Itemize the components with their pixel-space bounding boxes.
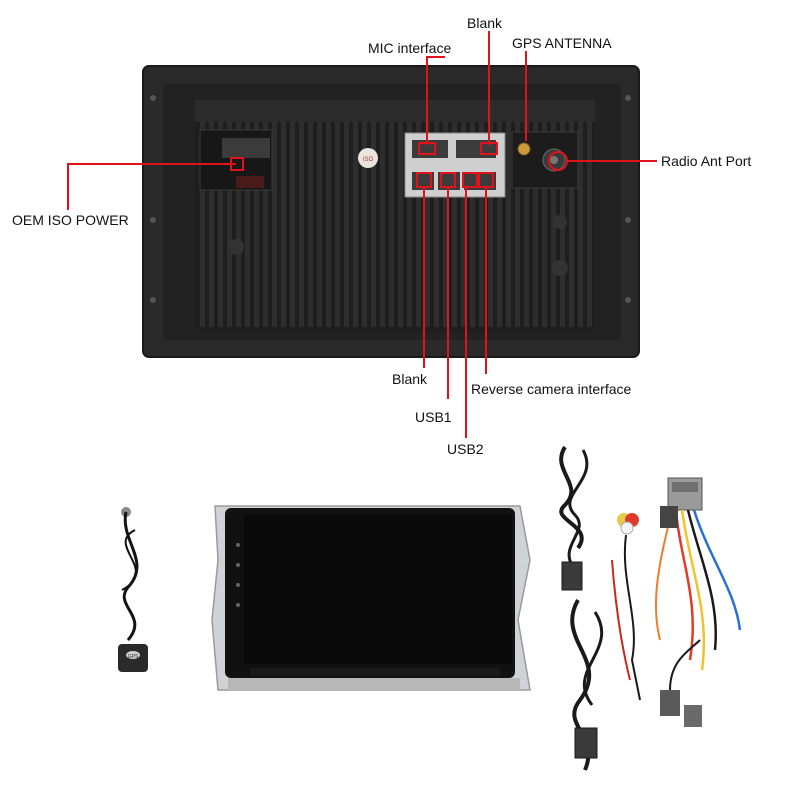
heatsink-fin xyxy=(506,122,511,327)
heatsink-fin xyxy=(461,122,466,327)
power-harness xyxy=(654,477,742,671)
label-radio-ant-port: Radio Ant Port xyxy=(661,153,752,169)
label-reverse-camera-interface: Reverse camera interface xyxy=(471,381,632,397)
heatsink-fin xyxy=(578,122,583,327)
heatsink-fin xyxy=(434,122,439,327)
usb-cable xyxy=(559,445,589,591)
heatsink-fin xyxy=(470,122,475,327)
label-oem-iso-power: OEM ISO POWER xyxy=(12,212,129,228)
heatsink-fin xyxy=(209,122,214,327)
svg-text:ISO: ISO xyxy=(363,157,374,163)
heatsink-fin xyxy=(290,122,295,327)
iso-power-connector xyxy=(199,129,273,191)
callouts xyxy=(67,31,657,438)
heatsink-fin xyxy=(272,122,277,327)
heatsink-fin xyxy=(371,122,376,327)
label-gps-antenna: GPS ANTENNA xyxy=(512,35,612,51)
heatsink-fin xyxy=(452,122,457,327)
heatsink-fin xyxy=(344,122,349,327)
heatsink-fin xyxy=(335,122,340,327)
heatsink-fin xyxy=(569,122,574,327)
svg-text:GPS: GPS xyxy=(128,654,139,660)
label-mic-interface: MIC interface xyxy=(368,40,452,56)
label-usb2: USB2 xyxy=(447,441,484,457)
gps-connector xyxy=(517,142,531,156)
heatsink-fin xyxy=(479,122,484,327)
label-usb1: USB1 xyxy=(415,409,452,425)
heatsink-fin xyxy=(326,122,331,327)
heatsink-fin xyxy=(488,122,493,327)
heatsink-fin xyxy=(263,122,268,327)
heatsink-fin xyxy=(587,122,592,327)
heatsink-fin xyxy=(227,122,232,327)
heatsink-fin xyxy=(245,122,250,327)
heatsink-fin xyxy=(281,122,286,327)
heatsink-fin xyxy=(317,122,322,327)
heatsink-fin xyxy=(362,122,367,327)
heatsink-fin xyxy=(497,122,502,327)
heatsink-fin xyxy=(308,122,313,327)
head-unit-screen xyxy=(211,505,531,691)
heatsink-fin xyxy=(533,122,538,327)
heatsink-fin xyxy=(389,122,394,327)
heatsink-fin xyxy=(407,122,412,327)
heatsink-fin xyxy=(398,122,403,327)
label-blank-top: Blank xyxy=(467,15,503,31)
gps-antenna-module: GPS xyxy=(118,507,148,672)
heatsink-fins xyxy=(200,122,592,327)
sticker: ISO xyxy=(358,148,378,168)
head-unit-rear: ISO xyxy=(142,65,640,358)
radio-antenna-adapter xyxy=(660,639,702,727)
label-blank-bottom: Blank xyxy=(392,371,428,387)
rca-cable xyxy=(611,513,641,701)
heatsink-fin xyxy=(515,122,520,327)
heatsink-fin xyxy=(542,122,547,327)
heatsink-fin xyxy=(524,122,529,327)
heatsink-fin xyxy=(353,122,358,327)
heatsink-fin xyxy=(416,122,421,327)
heatsink-fin xyxy=(425,122,430,327)
heatsink-fin xyxy=(299,122,304,327)
heatsink-fin xyxy=(218,122,223,327)
usb-cable-2 xyxy=(570,599,604,771)
heatsink-fin xyxy=(380,122,385,327)
heatsink-fin xyxy=(443,122,448,327)
heatsink-fin xyxy=(200,122,205,327)
heatsink-fin xyxy=(254,122,259,327)
heatsink-fin xyxy=(236,122,241,327)
